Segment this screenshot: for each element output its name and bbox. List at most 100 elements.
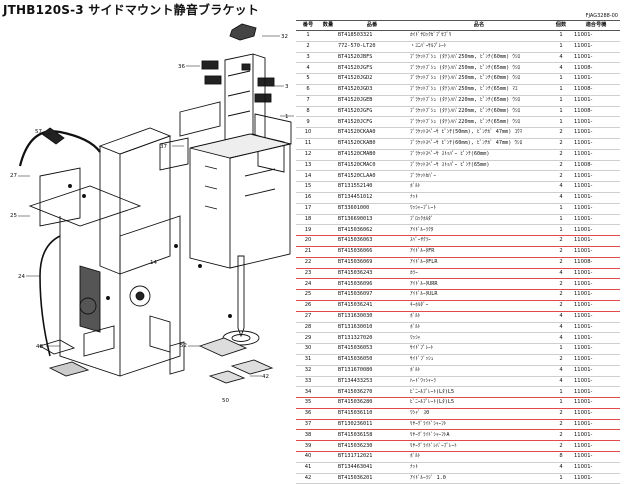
cell-no: 7 xyxy=(296,95,320,107)
cell-serial: 11001- xyxy=(572,52,620,64)
cell-no: 31 xyxy=(296,354,320,366)
cell-qty: 1 xyxy=(550,106,572,118)
cell-part-name: ﾌﾞﾛｯｸﾎﾙﾀﾞ xyxy=(408,214,550,226)
cell-no: 12 xyxy=(296,149,320,161)
cell-part-name: ｱｲﾄﾞﾙｰﾀULR xyxy=(408,289,550,301)
cell-part-name: ﾜｯｼｬｰﾌﾟﾚｰﾄ xyxy=(408,203,550,215)
cell-part-name: ﾌﾞﾗｹｯﾄｽﾍﾟｰｻ ﾋﾟﾝﾁ(60mm), ﾋﾟﾝﾁｶﾞ 47mm) ｳｼﾛ xyxy=(408,138,550,150)
cell-qty: 1 xyxy=(550,214,572,226)
cell-no: 33 xyxy=(296,376,320,388)
cell-no: 4 xyxy=(296,62,320,75)
cell-count xyxy=(320,278,336,291)
cell-serial: 11001- xyxy=(572,278,620,291)
cell-serial: 11001- xyxy=(572,268,620,280)
cell-part-name: ・ﾕﾆﾊﾞｰｻﾙﾌﾟﾚｰﾄ xyxy=(408,41,550,53)
cell-count xyxy=(320,52,336,64)
cell-qty: 2 xyxy=(550,440,572,453)
cell-qty: 1 xyxy=(550,224,572,237)
cell-qty: 1 xyxy=(550,473,572,484)
cell-part-name: ｱｲﾄﾞﾙｰﾀFLR xyxy=(408,257,550,269)
svg-text:48: 48 xyxy=(36,344,43,350)
cell-serial: 11001- xyxy=(572,95,620,107)
cell-serial: 11001- xyxy=(572,170,620,183)
cell-serial: 11001- xyxy=(572,138,620,150)
cell-count xyxy=(320,214,336,226)
cell-serial: 11001- xyxy=(572,408,620,420)
col-header-number: 番号 xyxy=(296,20,320,31)
cell-part-number: BT130236011 xyxy=(336,419,408,431)
cell-part-number: BT415036241 xyxy=(336,300,408,312)
cell-count xyxy=(320,170,336,183)
cell-serial: 11001- xyxy=(572,343,620,355)
cell-no: 35 xyxy=(296,397,320,409)
cell-count xyxy=(320,246,336,258)
cell-qty: 1 xyxy=(550,386,572,399)
cell-no: 9 xyxy=(296,116,320,129)
cell-count xyxy=(320,451,336,463)
cell-part-name: ｷｰﾎﾙﾀﾞｰ xyxy=(408,300,550,312)
cell-no: 29 xyxy=(296,332,320,345)
cell-part-number: BT41520JGEB xyxy=(336,95,408,107)
cell-serial: 11001- xyxy=(572,451,620,463)
cell-no: 24 xyxy=(296,278,320,291)
cell-qty: 4 xyxy=(550,462,572,474)
cell-count xyxy=(320,95,336,107)
cell-qty: 1 xyxy=(550,30,572,42)
cell-no: 17 xyxy=(296,203,320,215)
cell-part-number: 772-570-LT20 xyxy=(336,41,408,53)
cell-no: 3 xyxy=(296,52,320,64)
cell-part-number: BT415036062 xyxy=(336,224,408,237)
col-header-part-name: 品名 xyxy=(408,20,550,31)
cell-serial: 11001- xyxy=(572,386,620,399)
cell-count xyxy=(320,354,336,366)
cell-qty: 2 xyxy=(550,289,572,301)
cell-qty: 4 xyxy=(550,52,572,64)
cell-qty: 2 xyxy=(550,419,572,431)
cell-serial: 11008- xyxy=(572,84,620,96)
cell-part-number: BT41520JGFG xyxy=(336,106,408,118)
cell-no: 25 xyxy=(296,289,320,301)
svg-text:50: 50 xyxy=(222,398,229,404)
cell-count xyxy=(320,30,336,42)
cell-part-name: ﾊｰﾄﾞﾜｯｼｬｰﾗ xyxy=(408,376,550,388)
col-header-quantity: 個数 xyxy=(550,20,572,31)
cell-count xyxy=(320,73,336,85)
cell-count xyxy=(320,149,336,161)
cell-no: 19 xyxy=(296,224,320,237)
cell-part-name: ﾌﾞﾗｹｯﾄﾌﾞｼｭ (ﾀﾃ)ﾊﾊﾞ250mm, ﾋﾟﾝﾁ(60mm) ｳｼﾛ xyxy=(408,52,550,64)
cell-qty: 2 xyxy=(550,170,572,183)
cell-no: 41 xyxy=(296,462,320,474)
cell-no: 15 xyxy=(296,181,320,193)
cell-serial: 11001- xyxy=(572,149,620,161)
svg-text:36: 36 xyxy=(178,64,185,70)
cell-part-name: ﾎﾞﾙﾄ xyxy=(408,365,550,377)
cell-part-number: BT415036063 xyxy=(336,235,408,247)
cell-serial: 11001- xyxy=(572,322,620,334)
cell-count xyxy=(320,429,336,442)
parts-table-header: 番号 数量 品番 品名 個数 適合号機 xyxy=(296,20,620,31)
svg-text:24: 24 xyxy=(18,274,25,280)
cell-serial: 11001- xyxy=(572,365,620,377)
cell-qty: 2 xyxy=(550,160,572,172)
cell-qty: 2 xyxy=(550,138,572,150)
cell-qty: 1 xyxy=(550,84,572,96)
cell-part-name: ﾅｯﾄ xyxy=(408,192,550,204)
cell-part-name: ﾌﾞﾗｹｯﾄｽﾍﾟｰｻ ｽﾄｯﾊﾟｰ ﾋﾟﾝﾁ(60mm) xyxy=(408,149,550,161)
cell-no: 13 xyxy=(296,160,320,172)
parts-sheet: JTHB120S-3 サイドマウント静音ブラケット FJAG3288-00 xyxy=(3,3,620,484)
cell-part-number: BT136690013 xyxy=(336,214,408,226)
cell-part-number: BT415036201 xyxy=(336,473,408,484)
page-title: JTHB120S-3 サイドマウント静音ブラケット xyxy=(3,3,260,17)
